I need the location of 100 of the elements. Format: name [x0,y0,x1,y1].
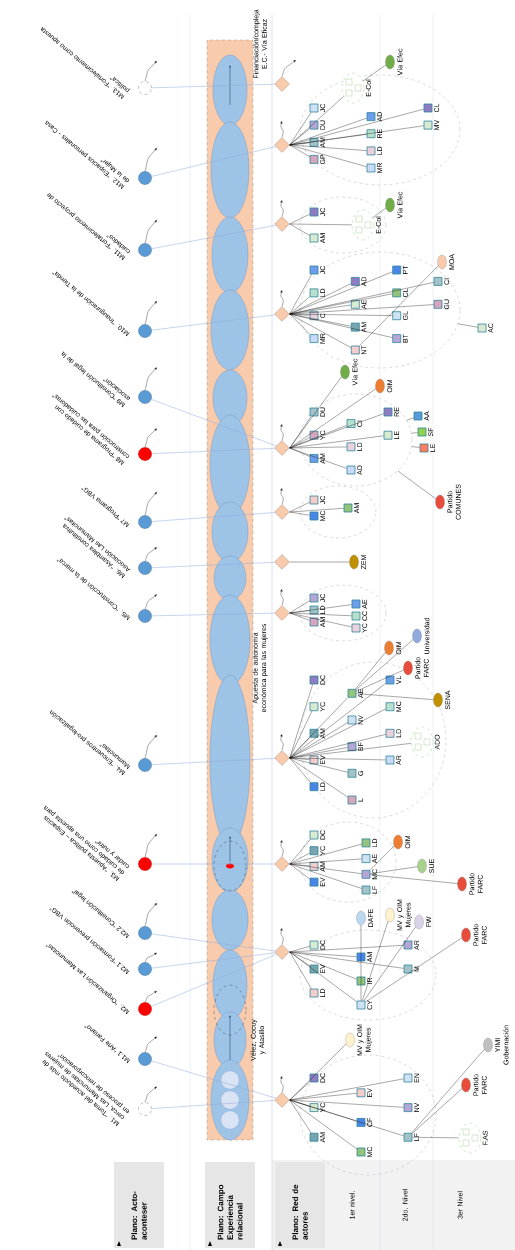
connector-line [289,863,362,889]
connector-line [397,470,436,500]
connector-line [289,1078,404,1101]
connector-line [289,683,386,759]
connector-line [370,866,418,874]
connector-line [289,304,434,315]
curved-arrow [144,301,157,325]
curved-arrow [280,589,284,606]
connector-line [289,757,311,783]
header-box: Plano: Acto-aconteser [114,1162,164,1248]
curved-arrow [280,734,284,751]
curved-arrow [280,121,284,138]
connector-line [289,214,310,225]
connector-line [360,925,362,1001]
curved-arrow [280,424,284,441]
curved-arrow [144,428,157,448]
connector-line [289,502,310,513]
connector-line [356,639,414,690]
connector-line [289,125,424,146]
group-ellipse [299,1054,437,1176]
connector-line [289,283,352,315]
curved-arrow [281,60,296,77]
event-diamond [274,137,290,153]
connector-line [289,697,348,759]
event-diamond [274,440,290,456]
connector-line [289,839,311,865]
connector-line [151,399,277,447]
curved-arrow [144,903,157,927]
connector-line [356,693,434,700]
curved-arrow [144,991,157,1003]
curved-arrow [280,1076,284,1093]
connector-line [289,313,310,335]
event-diamond [274,605,290,621]
connector-line [289,117,367,146]
group-ellipse [299,74,461,186]
curved-arrow [144,594,157,610]
connector-line [151,933,276,952]
connector-line [289,951,312,989]
connector-line [289,852,310,865]
connector-line [151,225,276,249]
connector-line [289,951,357,1002]
connector-line [289,274,312,315]
connector-line [151,512,276,522]
curved-arrow [144,148,157,172]
connector-line [289,144,367,167]
connector-line [151,1100,275,1109]
connector-line [289,96,344,146]
connector-line [151,84,275,89]
connector-line [289,612,352,628]
group-ellipse [299,929,437,1021]
connector-line [289,863,310,879]
connector-line [406,417,414,421]
connector-line [289,858,362,865]
connector-line [289,600,310,614]
connector-line [411,1049,485,1133]
connector-line [289,708,386,759]
connector-line [289,511,310,516]
connector-line [289,313,393,338]
connector-line [289,951,404,969]
connector-line [289,223,352,226]
connector-line [289,376,342,449]
connector-line [363,926,416,1001]
connector-line [362,64,386,82]
connector-line [151,146,276,177]
connector-line [365,937,462,1003]
connector-line [411,446,420,448]
curved-arrow [280,840,284,857]
connector-line [289,757,386,761]
event-diamond [274,750,290,766]
header-box: Plano: Campo Experiencia relacional [205,1162,255,1248]
curved-arrow [144,952,157,963]
connector-line [289,313,352,348]
group-ellipse [299,584,387,642]
connector-line [289,112,312,146]
connector-line [289,743,412,759]
connector-line [412,1137,459,1139]
connector-line [359,265,439,346]
connector-line [289,612,310,621]
connector-line [372,207,386,218]
curved-arrow [280,200,284,217]
curved-arrow [144,492,157,516]
connector-line [370,874,458,884]
connector-line [289,508,344,513]
connector-line [289,561,350,563]
connector-line [362,921,389,1001]
event-diamond [274,554,290,570]
connector-line [289,388,376,449]
group-ellipse [299,196,387,254]
connector-line [289,1099,312,1133]
curved-arrow [144,61,157,82]
connector-line [289,447,347,469]
event-diamond [274,504,290,520]
connector-line [370,845,395,871]
event-diamond [274,306,290,322]
connector-line [151,448,275,454]
connector-line [151,758,275,765]
group-ellipse [299,821,397,903]
connector-line [151,954,277,1007]
event-diamond [274,76,290,92]
event-diamond [274,856,290,872]
